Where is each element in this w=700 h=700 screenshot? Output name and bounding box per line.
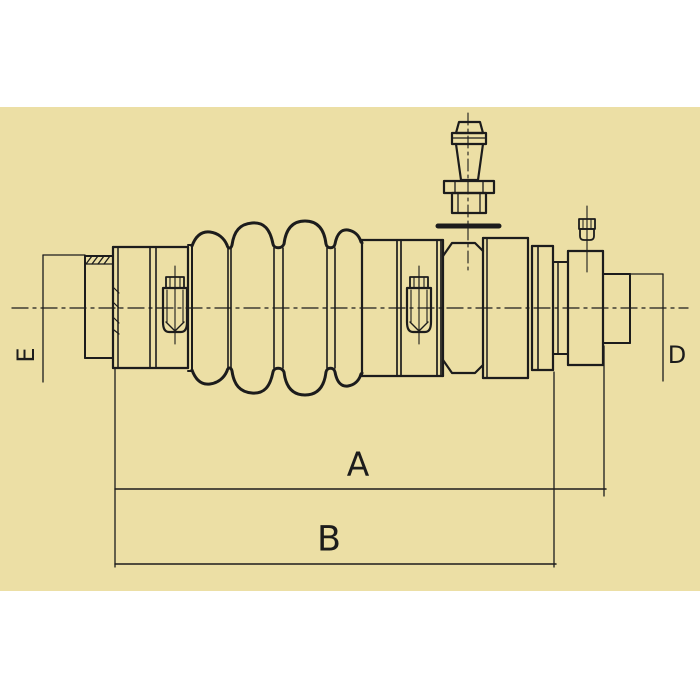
left-shaft [84, 255, 114, 359]
dimension-b-lines [114, 371, 557, 568]
rear-cylinder [566, 249, 605, 367]
surface-marks [113, 287, 120, 335]
main-body [360, 236, 530, 380]
dimension-e-lines [42, 254, 86, 383]
dim-label-e: E [12, 347, 40, 363]
lock-nut-rear [405, 265, 433, 345]
rear-disc [530, 244, 555, 372]
dim-label-a: A [346, 444, 370, 484]
dim-label-b: B [316, 519, 342, 560]
rubber-bellows [190, 219, 364, 397]
mounting-flange [111, 245, 190, 370]
bellows-inner-lines [227, 247, 336, 369]
rear-neck [552, 261, 569, 355]
grease-nipple [435, 112, 502, 273]
end-spigot [602, 273, 631, 344]
dim-label-d: D [667, 341, 687, 369]
dimension-a-lines [114, 345, 607, 568]
thread-hatch [85, 255, 111, 265]
dimension-d-lines [629, 273, 664, 382]
paper-background [0, 107, 700, 591]
bleed-screw [578, 205, 596, 273]
lock-nut-front [161, 265, 189, 345]
